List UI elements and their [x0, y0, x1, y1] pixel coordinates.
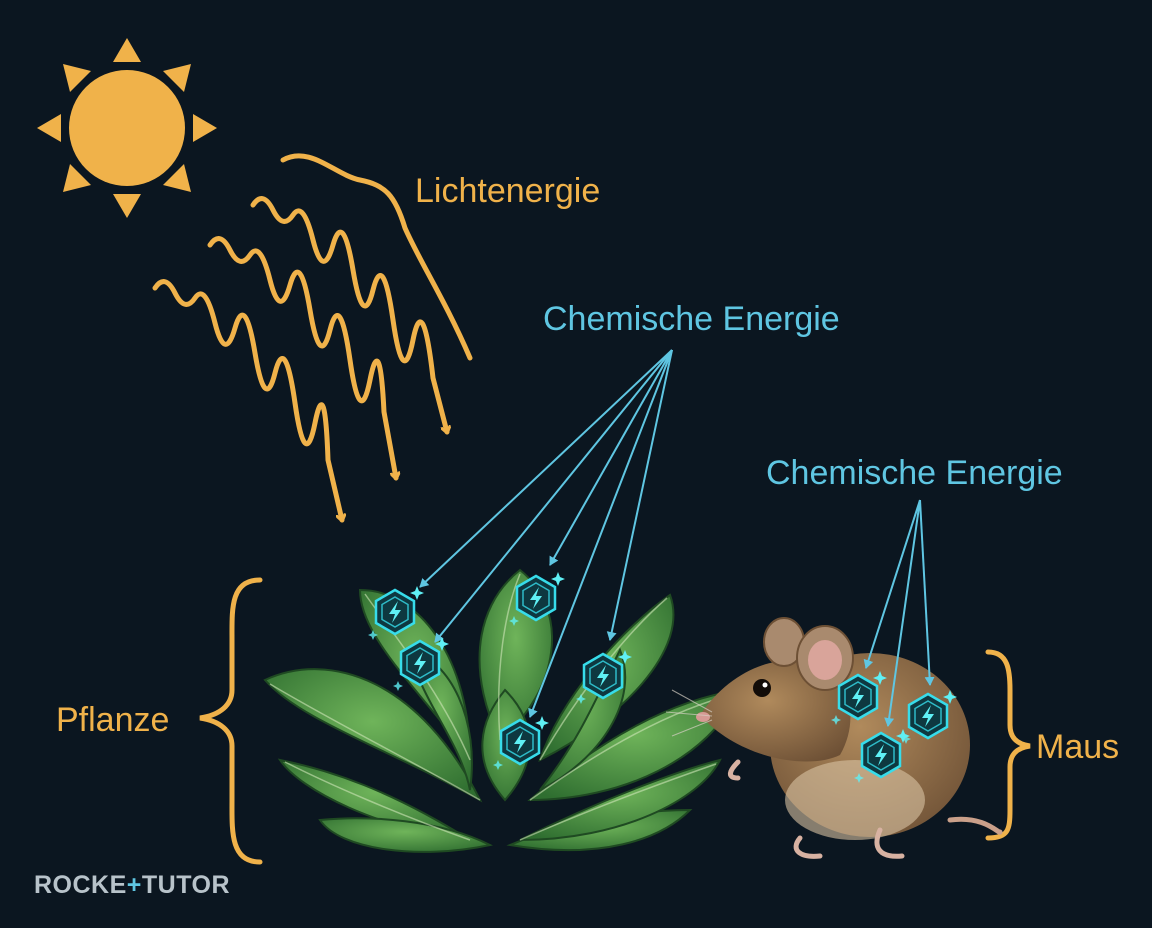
label-mouse: Maus: [1036, 728, 1120, 766]
energy-arrow: [434, 349, 673, 643]
brand-plus: +: [126, 871, 142, 899]
energy-arrow: [528, 349, 673, 718]
energy-arrow: [549, 349, 673, 566]
mouse-energy-arrows: [863, 499, 935, 727]
mouse-illustration: [665, 617, 1003, 859]
light-ray: [250, 196, 447, 435]
plant-illustration: [263, 568, 742, 853]
plant-energy-arrows: [419, 349, 673, 718]
sun-icon: [37, 38, 217, 218]
label-light-energy: Lichtenergie: [415, 172, 601, 210]
light-ray: [280, 153, 473, 361]
light-energy-rays: [152, 153, 473, 523]
energy-arrow: [606, 349, 673, 641]
energy-arrow: [419, 349, 673, 588]
brace-mouse: [985, 649, 1031, 841]
energy-arrow: [884, 499, 921, 727]
brand-part-1: ROCKE: [34, 871, 127, 899]
brand-logo: ROCKE+TUTOR: [34, 871, 230, 900]
energy-arrow: [863, 499, 921, 669]
label-plant: Pflanze: [56, 701, 170, 739]
brand-part-2: TUTOR: [141, 871, 231, 899]
brace-light-energy: [283, 159, 406, 241]
light-ray: [152, 279, 342, 523]
label-chemical-energy-plant: Chemische Energie: [543, 300, 840, 338]
label-chemical-energy-mouse: Chemische Energie: [766, 454, 1063, 492]
energy-arrow: [919, 499, 935, 686]
brace-plant: [199, 577, 263, 865]
light-ray: [207, 236, 396, 481]
